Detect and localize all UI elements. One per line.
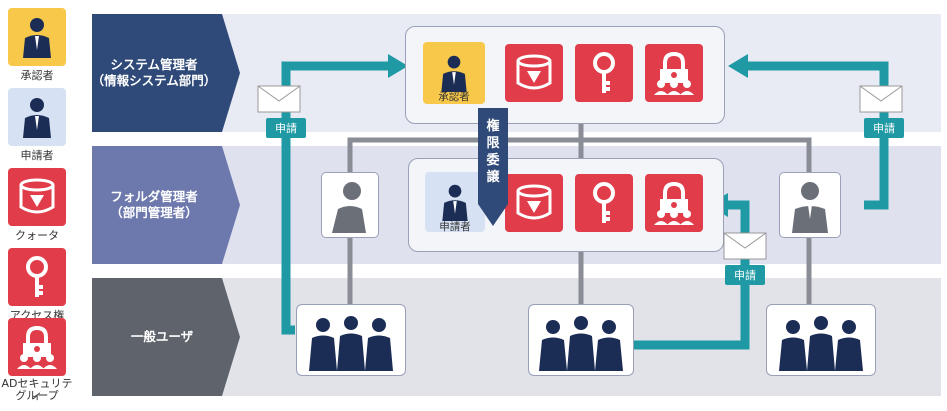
folder-admin-right-tile (779, 172, 841, 238)
user-group-icon (309, 316, 393, 371)
request-label-middle: 申請 (725, 265, 765, 285)
key-icon-top (575, 44, 633, 102)
folder-admin-left-tile (321, 172, 379, 238)
person-silhouette-icon (332, 182, 366, 233)
legend-applicant-label: 申請者 (20, 149, 54, 162)
legend-security-group-label: ADセキュリティ (1, 377, 73, 402)
approver-tile (423, 42, 485, 104)
user-group-icon (539, 316, 623, 371)
applicant-icon (442, 184, 468, 221)
delegation-label: 権 限 委 譲 (486, 119, 500, 185)
user-group-icon (779, 316, 863, 371)
legend-key-icon (8, 248, 66, 306)
user-group-center (528, 304, 634, 376)
envelope-icon-middle (723, 232, 767, 260)
approver-icon (441, 55, 467, 92)
band-system-admin-title: システム管理者（情報システム部門） (91, 57, 217, 88)
request-label-right: 申請 (864, 118, 904, 138)
security-group-icon-top (645, 44, 703, 102)
delegation-arrow (478, 108, 508, 226)
legend-security-group-icon (8, 318, 66, 376)
applicant-label: 申請者 (439, 221, 471, 233)
user-group-left (296, 304, 406, 376)
quota-icon-mid (505, 174, 563, 232)
security-group-icon-mid (645, 174, 703, 232)
envelope-icon-left (257, 85, 301, 113)
legend-approver-label: 承認者 (20, 69, 54, 82)
person-silhouette-icon (792, 182, 828, 233)
band-general-user-title: 一般ユーザ (130, 329, 194, 344)
user-group-right (766, 304, 876, 376)
legend-quota-label: クォータ (15, 229, 59, 242)
legend-approver-icon (8, 8, 66, 66)
legend-quota-icon (8, 168, 66, 226)
band-folder-admin-title: フォルダ管理者（部門管理者） (110, 189, 198, 220)
key-icon-mid (575, 174, 633, 232)
legend-applicant-icon (8, 88, 66, 146)
envelope-icon-right (859, 85, 903, 113)
legend-security-group-label-2: グループ (15, 389, 59, 402)
applicant-tile (425, 172, 485, 232)
quota-icon-top (505, 44, 563, 102)
approver-label: 承認者 (438, 91, 470, 103)
request-label-left: 申請 (266, 118, 306, 138)
